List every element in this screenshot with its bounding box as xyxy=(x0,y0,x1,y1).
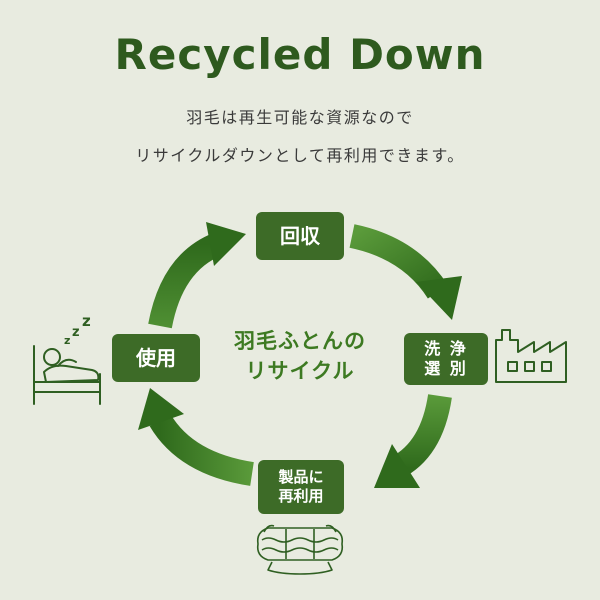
step-reuse-label-line-1: 製品に xyxy=(278,468,324,487)
step-sort-label: 選 別 xyxy=(424,359,468,378)
step-reuse-in-products: 製品に 再利用 xyxy=(258,460,344,514)
step-collect-label: 回収 xyxy=(280,223,320,248)
svg-text:z: z xyxy=(82,312,91,330)
arrow-collect-to-sort xyxy=(349,224,462,320)
step-wash-label: 洗 浄 xyxy=(424,339,468,358)
svg-text:z: z xyxy=(64,334,70,347)
arrow-sort-to-remake xyxy=(374,393,452,488)
center-label-line-2: リサイクル xyxy=(245,359,355,384)
folded-futon-icon xyxy=(256,524,344,575)
center-label-line-1: 羽毛ふとんの xyxy=(234,329,366,353)
sleeping-person-icon: z z z xyxy=(33,312,101,405)
step-use-label: 使用 xyxy=(136,345,176,370)
subtitle-line-2: リサイクルダウンとして再利用できます。 xyxy=(135,146,465,165)
svg-text:z: z xyxy=(72,325,80,340)
page-title: Recycled Down xyxy=(114,30,486,79)
cycle-center-label: 羽毛ふとんの リサイクル xyxy=(216,326,384,387)
factory-icon xyxy=(495,329,567,383)
step-collect: 回収 xyxy=(256,212,344,260)
step-reuse-label-line-2: 再利用 xyxy=(278,487,324,505)
step-use: 使用 xyxy=(112,334,200,382)
step-wash-sort: 洗 浄 選 別 xyxy=(404,333,488,385)
arrow-remake-to-use xyxy=(138,388,254,486)
arrow-use-to-collect xyxy=(148,222,246,329)
subtitle-line-1: 羽毛は再生可能な資源なので xyxy=(186,108,414,127)
